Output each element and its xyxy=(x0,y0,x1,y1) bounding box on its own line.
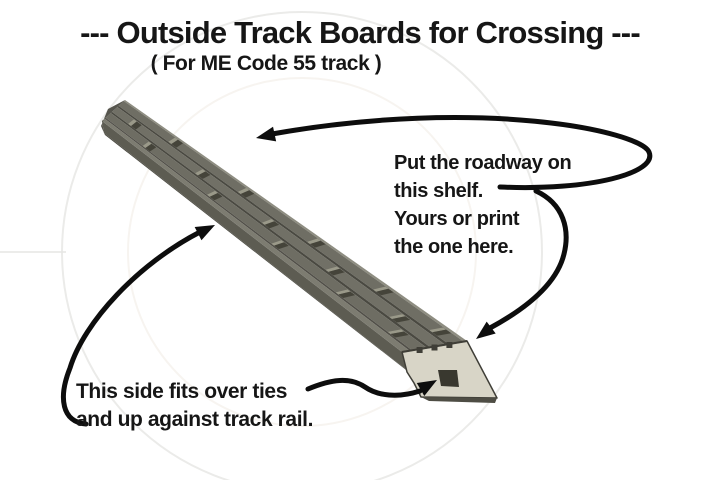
shelf-note-line: the one here. xyxy=(394,236,514,258)
ties-note-line: and up against track rail. xyxy=(76,408,314,431)
arrow-to-far-board-edge xyxy=(269,115,653,191)
page-title: --- Outside Track Boards for Crossing --… xyxy=(80,15,641,50)
arrow-to-board-side xyxy=(60,229,203,427)
plank-joint-gap xyxy=(432,329,452,336)
ties-note-line: This side fits over ties xyxy=(76,380,287,403)
board-plank-band xyxy=(110,111,431,348)
end-groove-notch xyxy=(431,344,438,351)
arrowhead-shelf xyxy=(476,321,496,339)
board-plank-band xyxy=(104,117,413,351)
plank-joint-gap xyxy=(240,190,255,198)
track-board-3d-model xyxy=(101,100,498,403)
plank-joint-gap xyxy=(264,221,280,229)
orbit-gizmo xyxy=(0,11,543,480)
plank-joint-gap xyxy=(310,240,326,248)
arrowhead-underside-notch xyxy=(416,380,437,396)
plank-joint-highlight xyxy=(325,266,340,272)
plank-joint-highlight xyxy=(373,286,389,292)
shelf-note-line: Yours or print xyxy=(394,208,520,230)
annotation-arrows xyxy=(60,115,653,427)
plank-joint-gap xyxy=(209,193,223,201)
orbit-circle-inner xyxy=(127,77,477,427)
board-bottom-edge xyxy=(104,133,424,384)
board-plank-band xyxy=(118,101,464,345)
plank-joint-gap xyxy=(131,121,142,130)
plank-joint-gap xyxy=(338,291,356,298)
plank-joint-highlight xyxy=(429,327,447,333)
plank-joint-highlight xyxy=(128,119,137,126)
plank-joint-highlight xyxy=(335,289,351,295)
plank-joint-gap xyxy=(392,316,411,323)
plank-joint-gap xyxy=(171,139,183,148)
arrowhead-board-side xyxy=(194,225,215,241)
board-plank-band xyxy=(112,107,446,348)
plank-joint-highlight xyxy=(389,314,406,319)
arrowhead-far-board-edge xyxy=(256,126,277,142)
plank-joint-highlight xyxy=(168,137,178,144)
board-plank-band xyxy=(102,118,410,352)
arrowheads xyxy=(194,126,496,396)
board-underside-notch xyxy=(438,370,459,387)
end-groove-notch xyxy=(416,347,423,353)
plank-joint-highlight xyxy=(307,238,321,244)
plank-joint-highlight xyxy=(142,141,152,148)
board-left-end-face xyxy=(101,100,125,133)
board-end-bottom-shadow xyxy=(421,397,497,403)
plank-joint-highlight xyxy=(237,188,250,194)
plank-joint-gap xyxy=(274,242,289,250)
plank-joint-gap xyxy=(197,171,211,179)
plank-joint-highlight xyxy=(271,240,285,246)
shelf-note-line: Put the roadway on xyxy=(394,152,572,174)
shelf-note-line: this shelf. xyxy=(394,180,483,202)
plank-joint-highlight xyxy=(195,169,206,176)
plank-joint-gap xyxy=(145,143,157,152)
plank-joint-gap xyxy=(390,331,409,338)
page-subtitle: ( For ME Code 55 track ) xyxy=(150,52,382,75)
arrow-to-shelf xyxy=(487,188,569,331)
plank-joint-highlight xyxy=(387,329,404,334)
board-side-face xyxy=(102,121,421,381)
plank-joint-highlight xyxy=(207,190,218,197)
plank-joint-gap xyxy=(376,288,394,296)
shelf-note: Put the roadway on this shelf. Yours or … xyxy=(394,149,572,261)
plank-joint-highlight xyxy=(261,219,275,225)
plank-joint-gap xyxy=(328,268,345,276)
ties-note: This side fits over ties and up against … xyxy=(76,378,313,434)
board-plank-band xyxy=(123,100,468,342)
arrow-to-underside-notch xyxy=(305,378,423,398)
end-groove-notch xyxy=(446,342,453,348)
board-plank-band xyxy=(117,105,449,345)
